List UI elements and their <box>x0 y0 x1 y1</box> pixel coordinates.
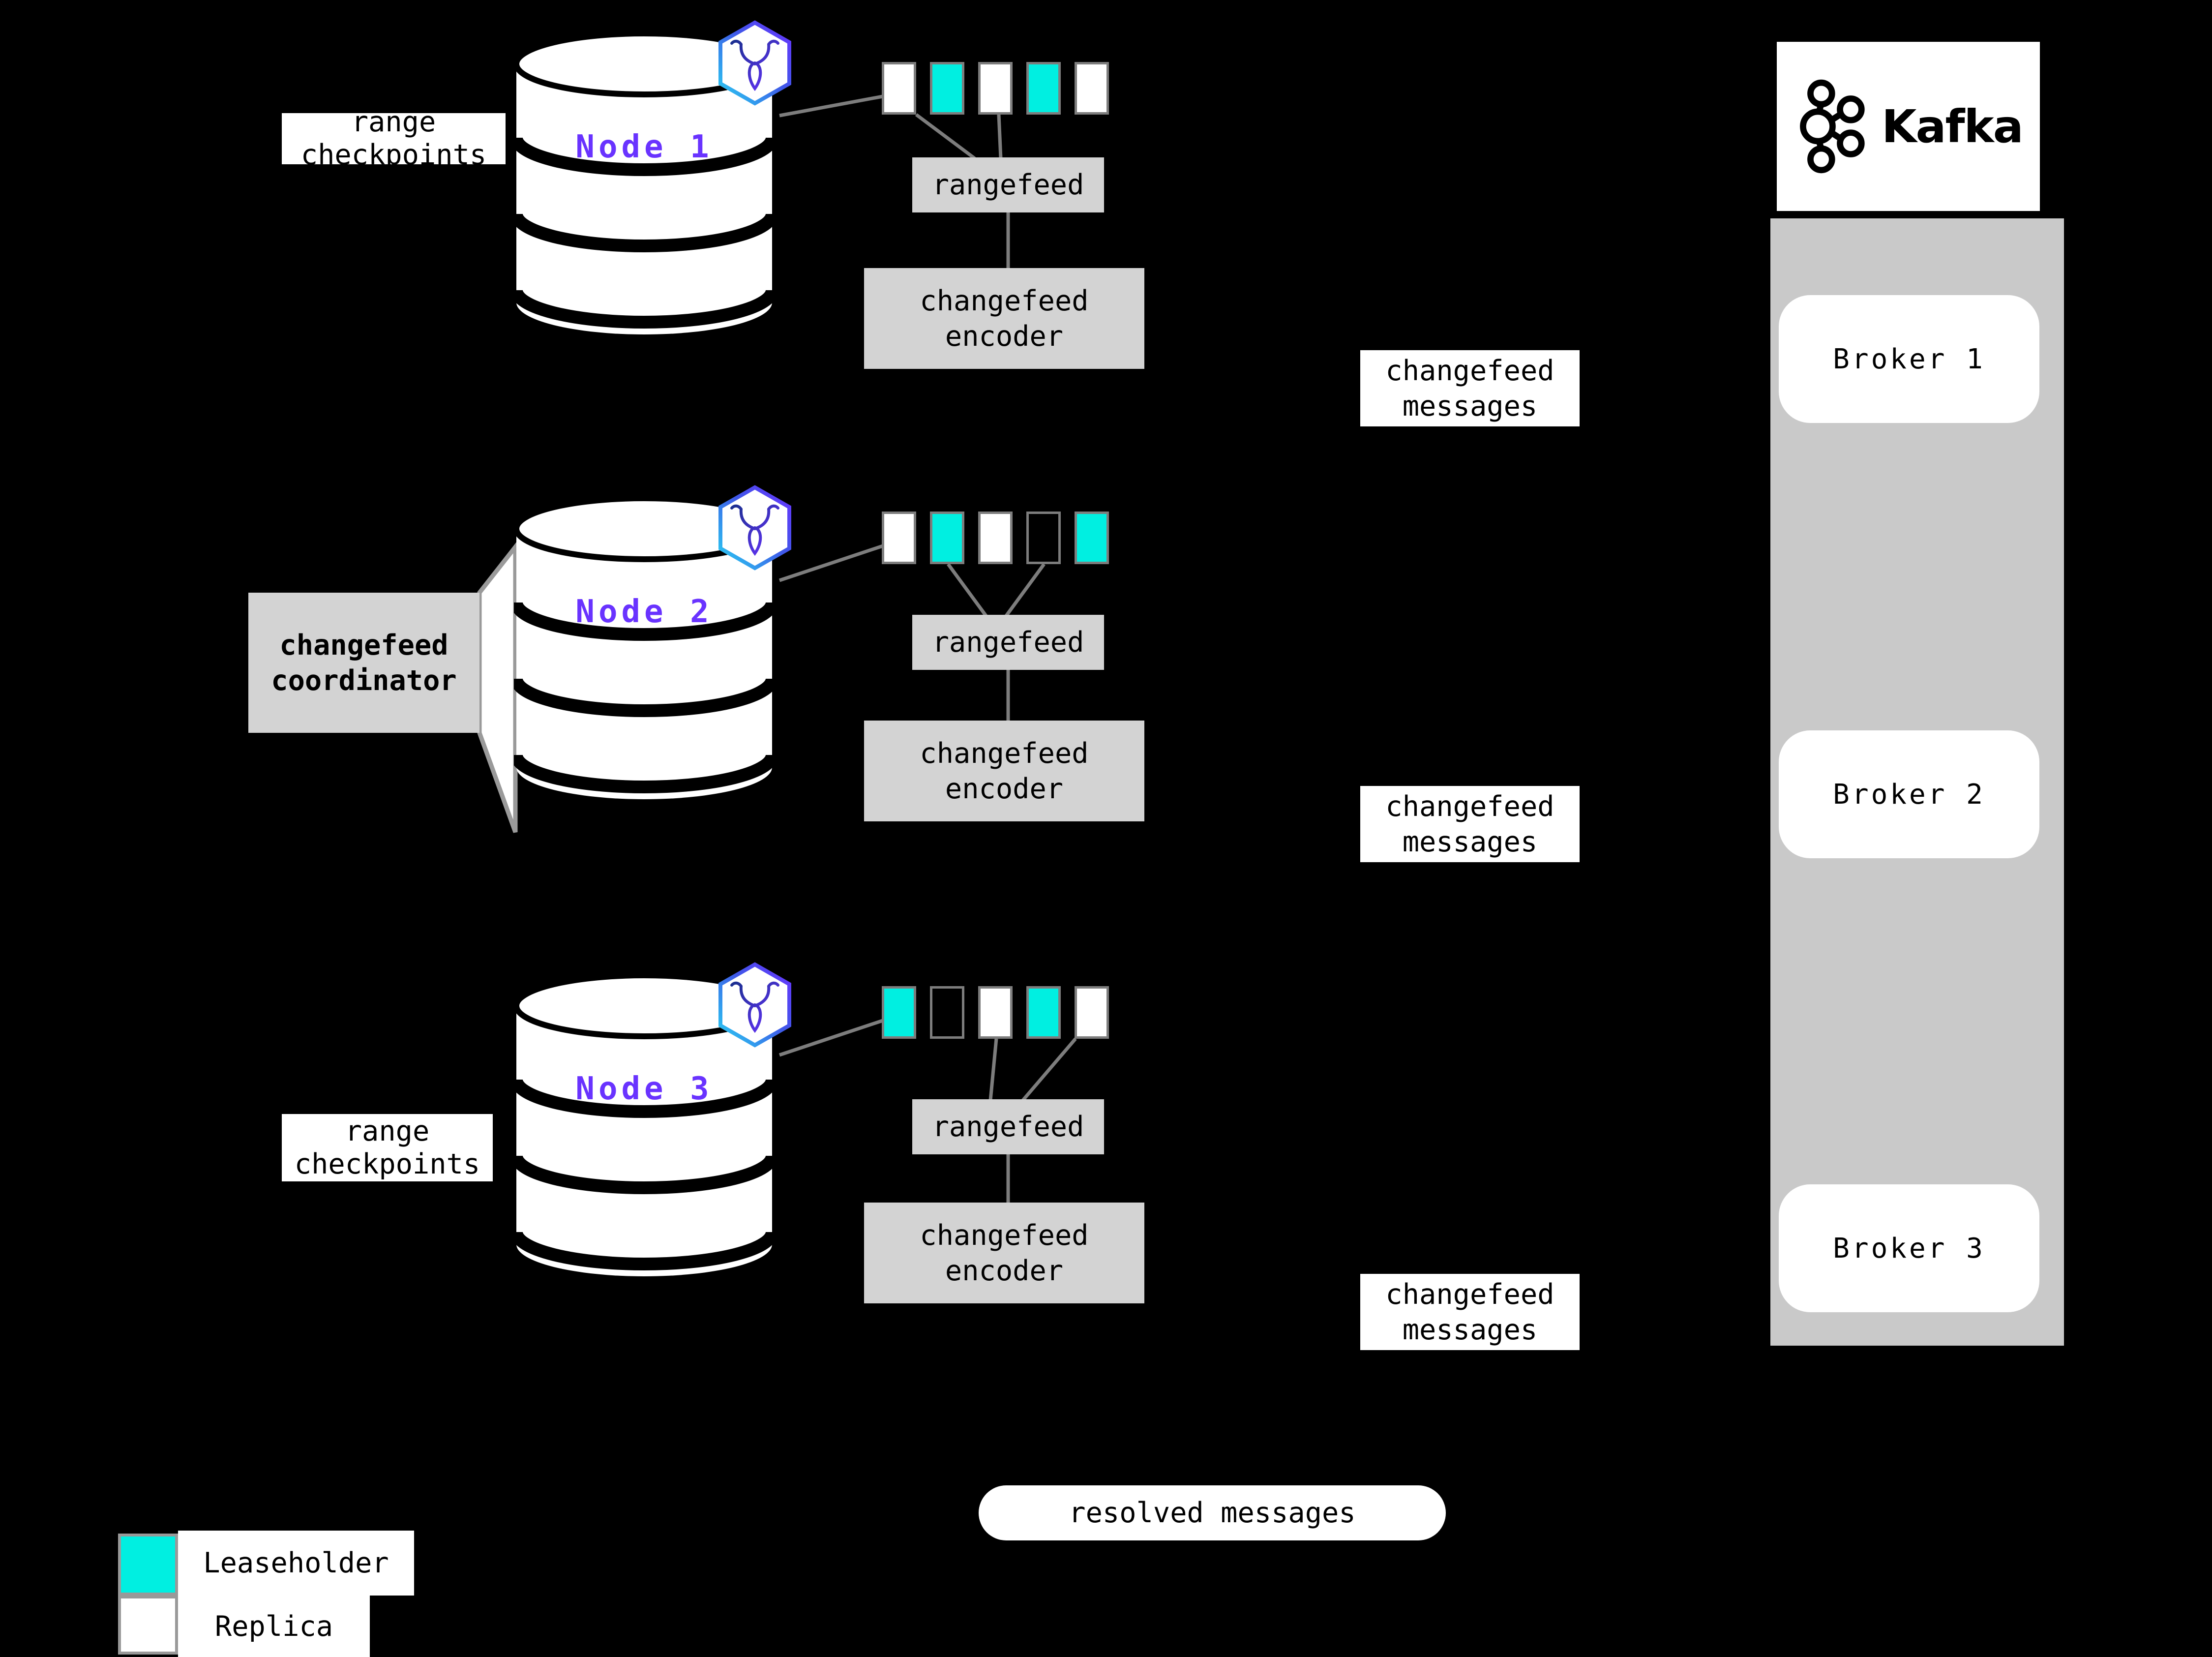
node3-changefeed-encoder-box: changefeed encoder <box>864 1203 1144 1303</box>
changefeed-messages-label-3: changefeed messages <box>1360 1274 1580 1350</box>
range-checkpoints-line1: range <box>351 113 436 138</box>
changefeed-messages-label-2: changefeed messages <box>1360 786 1580 862</box>
kafka-logo-box: Kafka <box>1777 42 2040 211</box>
node1-database-cylinder <box>514 30 775 334</box>
kafka-logo-icon <box>1800 79 1865 174</box>
range-square-leaseholder <box>1075 512 1109 564</box>
legend-leaseholder-label: Leaseholder <box>178 1531 414 1596</box>
broker-2: Broker 2 <box>1779 730 2039 858</box>
legend-replica-label: Replica <box>178 1596 370 1657</box>
encoder-label-line2: encoder <box>945 772 1064 805</box>
changefeed-messages-label-1: changefeed messages <box>1360 350 1580 426</box>
messages-line2: messages <box>1402 390 1538 422</box>
node3-database-cylinder <box>514 972 775 1276</box>
node1-ranges-row <box>882 62 1113 115</box>
encoder-label-line1: changefeed <box>920 1219 1089 1252</box>
encoder-label-line1: changefeed <box>920 737 1089 770</box>
cockroachdb-hexagon-icon <box>718 20 791 106</box>
node3-label: Node 3 <box>575 1071 713 1107</box>
range-square-leaseholder <box>930 62 964 115</box>
node3-ranges-row <box>882 986 1113 1039</box>
range-square-replica <box>1075 62 1109 115</box>
broker-3: Broker 3 <box>1779 1184 2039 1312</box>
node3-rangefeed-box: rangefeed <box>912 1099 1104 1154</box>
kafka-wordmark: Kafka <box>1882 100 2024 153</box>
range-square-replica <box>978 62 1013 115</box>
range-square-leaseholder <box>882 986 916 1039</box>
node2-database-cylinder <box>514 495 775 799</box>
range-square-leaseholder <box>1026 986 1061 1039</box>
cockroachdb-hexagon-icon <box>718 962 791 1048</box>
broker-1: Broker 1 <box>1779 295 2039 423</box>
node2-ranges-row <box>882 512 1113 564</box>
range-checkpoints-line2: checkpoints <box>294 1147 480 1180</box>
encoder-label-line2: encoder <box>945 320 1064 353</box>
node1-label: Node 1 <box>575 129 713 165</box>
range-square-empty <box>1026 512 1061 564</box>
node1-changefeed-encoder-box: changefeed encoder <box>864 268 1144 369</box>
legend-replica-swatch <box>118 1596 178 1655</box>
range-square-replica <box>978 512 1013 564</box>
messages-line1: changefeed <box>1385 790 1554 823</box>
node2-rangefeed-box: rangefeed <box>912 615 1104 670</box>
coordinator-flag-shape <box>477 540 518 833</box>
range-square-replica <box>882 62 916 115</box>
range-square-replica <box>978 986 1013 1039</box>
messages-line2: messages <box>1402 825 1538 858</box>
rangefeed-label: rangefeed <box>932 169 1084 201</box>
rangefeed-label: rangefeed <box>932 1111 1084 1143</box>
changefeed-coordinator-box: changefeed coordinator <box>248 593 479 733</box>
range-square-replica <box>1075 986 1109 1039</box>
node2-changefeed-encoder-box: changefeed encoder <box>864 721 1144 821</box>
messages-line2: messages <box>1402 1313 1538 1346</box>
leaseholder-text: Leaseholder <box>203 1547 389 1579</box>
range-square-leaseholder <box>930 512 964 564</box>
range-checkpoints-label-bottom: range checkpoints <box>282 1114 493 1181</box>
messages-line1: changefeed <box>1385 354 1554 387</box>
resolved-messages-label: resolved messages <box>1069 1497 1356 1529</box>
range-square-empty <box>930 986 964 1039</box>
range-square-leaseholder <box>1026 62 1061 115</box>
rangefeed-label: rangefeed <box>932 626 1084 659</box>
encoder-label-line1: changefeed <box>920 284 1089 317</box>
node2-label: Node 2 <box>575 594 713 630</box>
range-checkpoints-line2: checkpoints <box>300 139 487 164</box>
messages-line1: changefeed <box>1385 1278 1554 1311</box>
coordinator-line2: coordinator <box>271 664 457 697</box>
resolved-messages-pill: resolved messages <box>979 1485 1446 1540</box>
range-square-replica <box>882 512 916 564</box>
replica-text: Replica <box>214 1610 333 1643</box>
coordinator-line1: changefeed <box>279 629 448 662</box>
legend-leaseholder-swatch <box>118 1534 178 1596</box>
encoder-label-line2: encoder <box>945 1254 1064 1287</box>
range-checkpoints-label-top: range checkpoints <box>282 113 506 164</box>
node1-rangefeed-box: rangefeed <box>912 157 1104 212</box>
cockroachdb-hexagon-icon <box>718 485 791 571</box>
range-checkpoints-line1: range <box>345 1115 430 1147</box>
